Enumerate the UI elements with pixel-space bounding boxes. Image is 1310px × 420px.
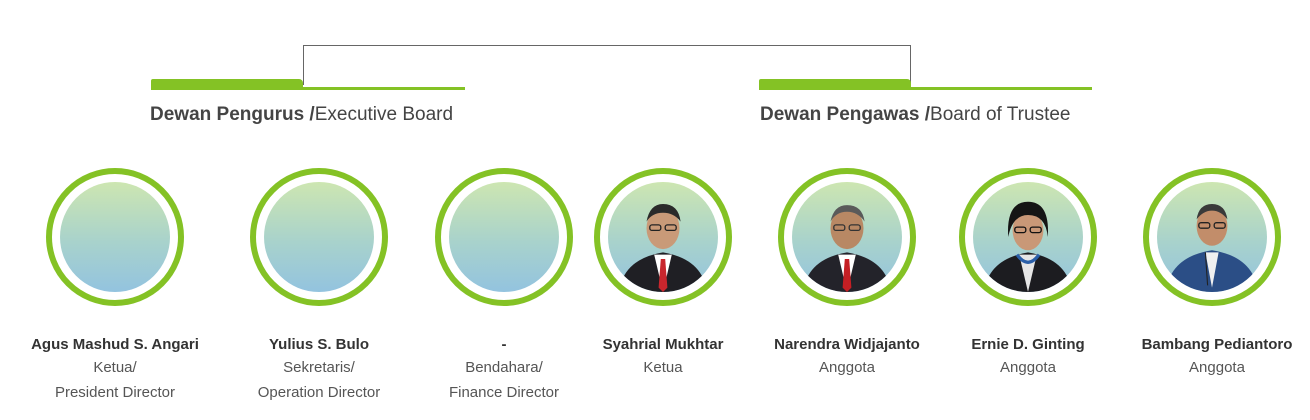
avatar-placeholder bbox=[264, 182, 374, 292]
avatar bbox=[435, 168, 573, 306]
member-role-line-1: Anggota bbox=[1189, 359, 1245, 376]
avatar bbox=[778, 168, 916, 306]
member-name: Bambang Pediantoro bbox=[1141, 336, 1293, 353]
avatar bbox=[46, 168, 184, 306]
member-role: Sekretaris/ Operation Director bbox=[219, 355, 419, 405]
trustee-title-regular: Board of Trustee bbox=[930, 104, 1071, 125]
member-role: Anggota bbox=[1124, 355, 1310, 380]
trustee-title-bold: Dewan Pengawas / bbox=[760, 104, 931, 125]
member-card: Yulius S. Bulo Sekretaris/ Operation Dir… bbox=[219, 168, 419, 405]
portrait-photo bbox=[1157, 182, 1267, 292]
person-icon bbox=[1165, 204, 1259, 292]
portrait-photo bbox=[608, 182, 718, 292]
portrait-photo bbox=[792, 182, 902, 292]
portrait-photo bbox=[973, 182, 1083, 292]
member-card: Ernie D. Ginting Anggota bbox=[928, 168, 1128, 380]
trustee-title: Dewan Pengawas /Board of Trustee bbox=[760, 104, 1070, 126]
trustee-accent-bar bbox=[759, 79, 911, 88]
member-role-line-2: Finance Director bbox=[448, 384, 560, 401]
avatar bbox=[594, 168, 732, 306]
member-role: Anggota bbox=[928, 355, 1128, 380]
member-name: Agus Mashud S. Angari bbox=[31, 336, 199, 353]
member-role-line-1: Bendahara/ bbox=[465, 359, 543, 376]
avatar-placeholder bbox=[60, 182, 170, 292]
member-card: Agus Mashud S. Angari Ketua/ President D… bbox=[15, 168, 215, 405]
avatar-placeholder bbox=[449, 182, 559, 292]
executive-board-title-bold: Dewan Pengurus / bbox=[150, 104, 315, 125]
executive-board-underline bbox=[151, 87, 465, 90]
member-role: Bendahara/ Finance Director bbox=[404, 355, 604, 405]
member-role-line-1: Ketua/ bbox=[93, 359, 137, 376]
member-card: Syahrial Mukhtar Ketua bbox=[563, 168, 763, 380]
member-role-line-1: Ketua bbox=[643, 359, 683, 376]
member-role-line-1: Anggota bbox=[819, 359, 875, 376]
member-role-line-1: Sekretaris/ bbox=[283, 359, 355, 376]
member-card: - Bendahara/ Finance Director bbox=[404, 168, 604, 405]
member-role-line-2: Operation Director bbox=[257, 384, 381, 401]
executive-board-title: Dewan Pengurus /Executive Board bbox=[150, 104, 453, 126]
member-role: Anggota bbox=[747, 355, 947, 380]
executive-board-accent-bar bbox=[151, 79, 303, 88]
avatar bbox=[959, 168, 1097, 306]
member-name: Ernie D. Ginting bbox=[971, 336, 1085, 353]
executive-board-title-regular: Executive Board bbox=[314, 104, 454, 125]
member-role-line-2: President Director bbox=[54, 384, 176, 401]
member-name: Yulius S. Bulo bbox=[268, 336, 369, 353]
member-role: Ketua/ President Director bbox=[15, 355, 215, 405]
member-card: Bambang Pediantoro Anggota bbox=[1110, 168, 1310, 380]
person-icon bbox=[619, 204, 707, 292]
person-icon bbox=[984, 201, 1072, 292]
avatar bbox=[250, 168, 388, 306]
avatar bbox=[1143, 168, 1281, 306]
person-icon bbox=[803, 205, 891, 292]
member-card: Narendra Widjajanto Anggota bbox=[747, 168, 947, 380]
member-name: Narendra Widjajanto bbox=[774, 336, 920, 353]
org-connector-line bbox=[303, 45, 911, 85]
member-role: Ketua bbox=[563, 355, 763, 380]
trustee-underline bbox=[759, 87, 1092, 90]
member-name: Syahrial Mukhtar bbox=[602, 336, 724, 353]
member-name: - bbox=[501, 336, 507, 353]
member-role-line-1: Anggota bbox=[1000, 359, 1056, 376]
